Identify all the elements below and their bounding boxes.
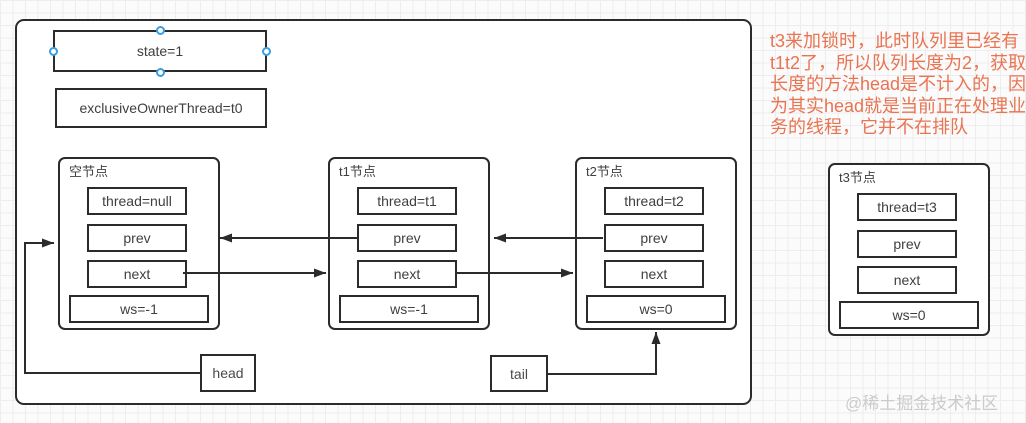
ws-field[interactable]: ws=0 [839,301,979,329]
selection-handle-bottom[interactable] [156,68,165,77]
next-field[interactable]: next [604,260,704,288]
arrow-tail-to-t2-ws[interactable] [548,332,661,375]
node-t3[interactable]: t3节点 thread=t3 prev next ws=0 [828,163,990,336]
thread-field[interactable]: thread=t3 [857,193,957,221]
selection-handle-right[interactable] [262,47,271,56]
annotation-line: 长度的方法head是不计入的，因 [770,74,1026,94]
next-field[interactable]: next [857,266,957,294]
head-pointer-box[interactable]: head [200,354,256,392]
prev-field[interactable]: prev [87,224,187,252]
thread-field[interactable]: thread=t2 [604,187,704,215]
node-t2[interactable]: t2节点 thread=t2 prev next ws=0 [575,157,737,330]
next-field[interactable]: next [87,260,187,288]
ws-field[interactable]: ws=-1 [69,295,209,323]
owner-thread-label: exclusiveOwnerThread=t0 [79,100,243,116]
node-title: t1节点 [339,164,376,179]
owner-thread-box[interactable]: exclusiveOwnerThread=t0 [55,88,267,128]
node-empty[interactable]: 空节点 thread=null prev next ws=-1 [58,157,220,330]
ws-field[interactable]: ws=0 [586,295,726,323]
node-title: t2节点 [586,164,623,179]
state-box-label: state=1 [136,43,184,59]
annotation-line: 务的线程，它并不在排队 [770,117,968,137]
prev-field[interactable]: prev [357,224,457,252]
node-title: 空节点 [69,164,109,179]
thread-field[interactable]: thread=t1 [357,187,457,215]
annotation-line: 为其实head就是当前正在处理业 [770,95,1026,116]
prev-field[interactable]: prev [604,224,704,252]
node-title: t3节点 [839,170,876,185]
selection-handle-top[interactable] [156,26,165,35]
tail-pointer-box[interactable]: tail [490,355,548,392]
watermark: @稀土掘金技术社区 [845,394,999,413]
arrow-head-to-empty-node[interactable] [24,238,200,374]
node-t1[interactable]: t1节点 thread=t1 prev next ws=-1 [328,157,490,330]
annotation-text: t3来加锁时，此时队列里已经有 t1t2了，所以队列长度为2，获取 长度的方法h… [770,31,1026,139]
tail-pointer-label: tail [510,365,528,382]
annotation-line: t3来加锁时，此时队列里已经有 [770,31,1020,51]
annotation-line: t1t2了，所以队列长度为2，获取 [770,52,1026,73]
prev-field[interactable]: prev [857,230,957,258]
state-box[interactable]: state=1 [53,30,267,72]
head-pointer-label: head [212,365,244,381]
next-field[interactable]: next [357,260,457,288]
ws-field[interactable]: ws=-1 [339,295,479,323]
thread-field[interactable]: thread=null [87,187,187,215]
selection-handle-left[interactable] [49,47,58,56]
